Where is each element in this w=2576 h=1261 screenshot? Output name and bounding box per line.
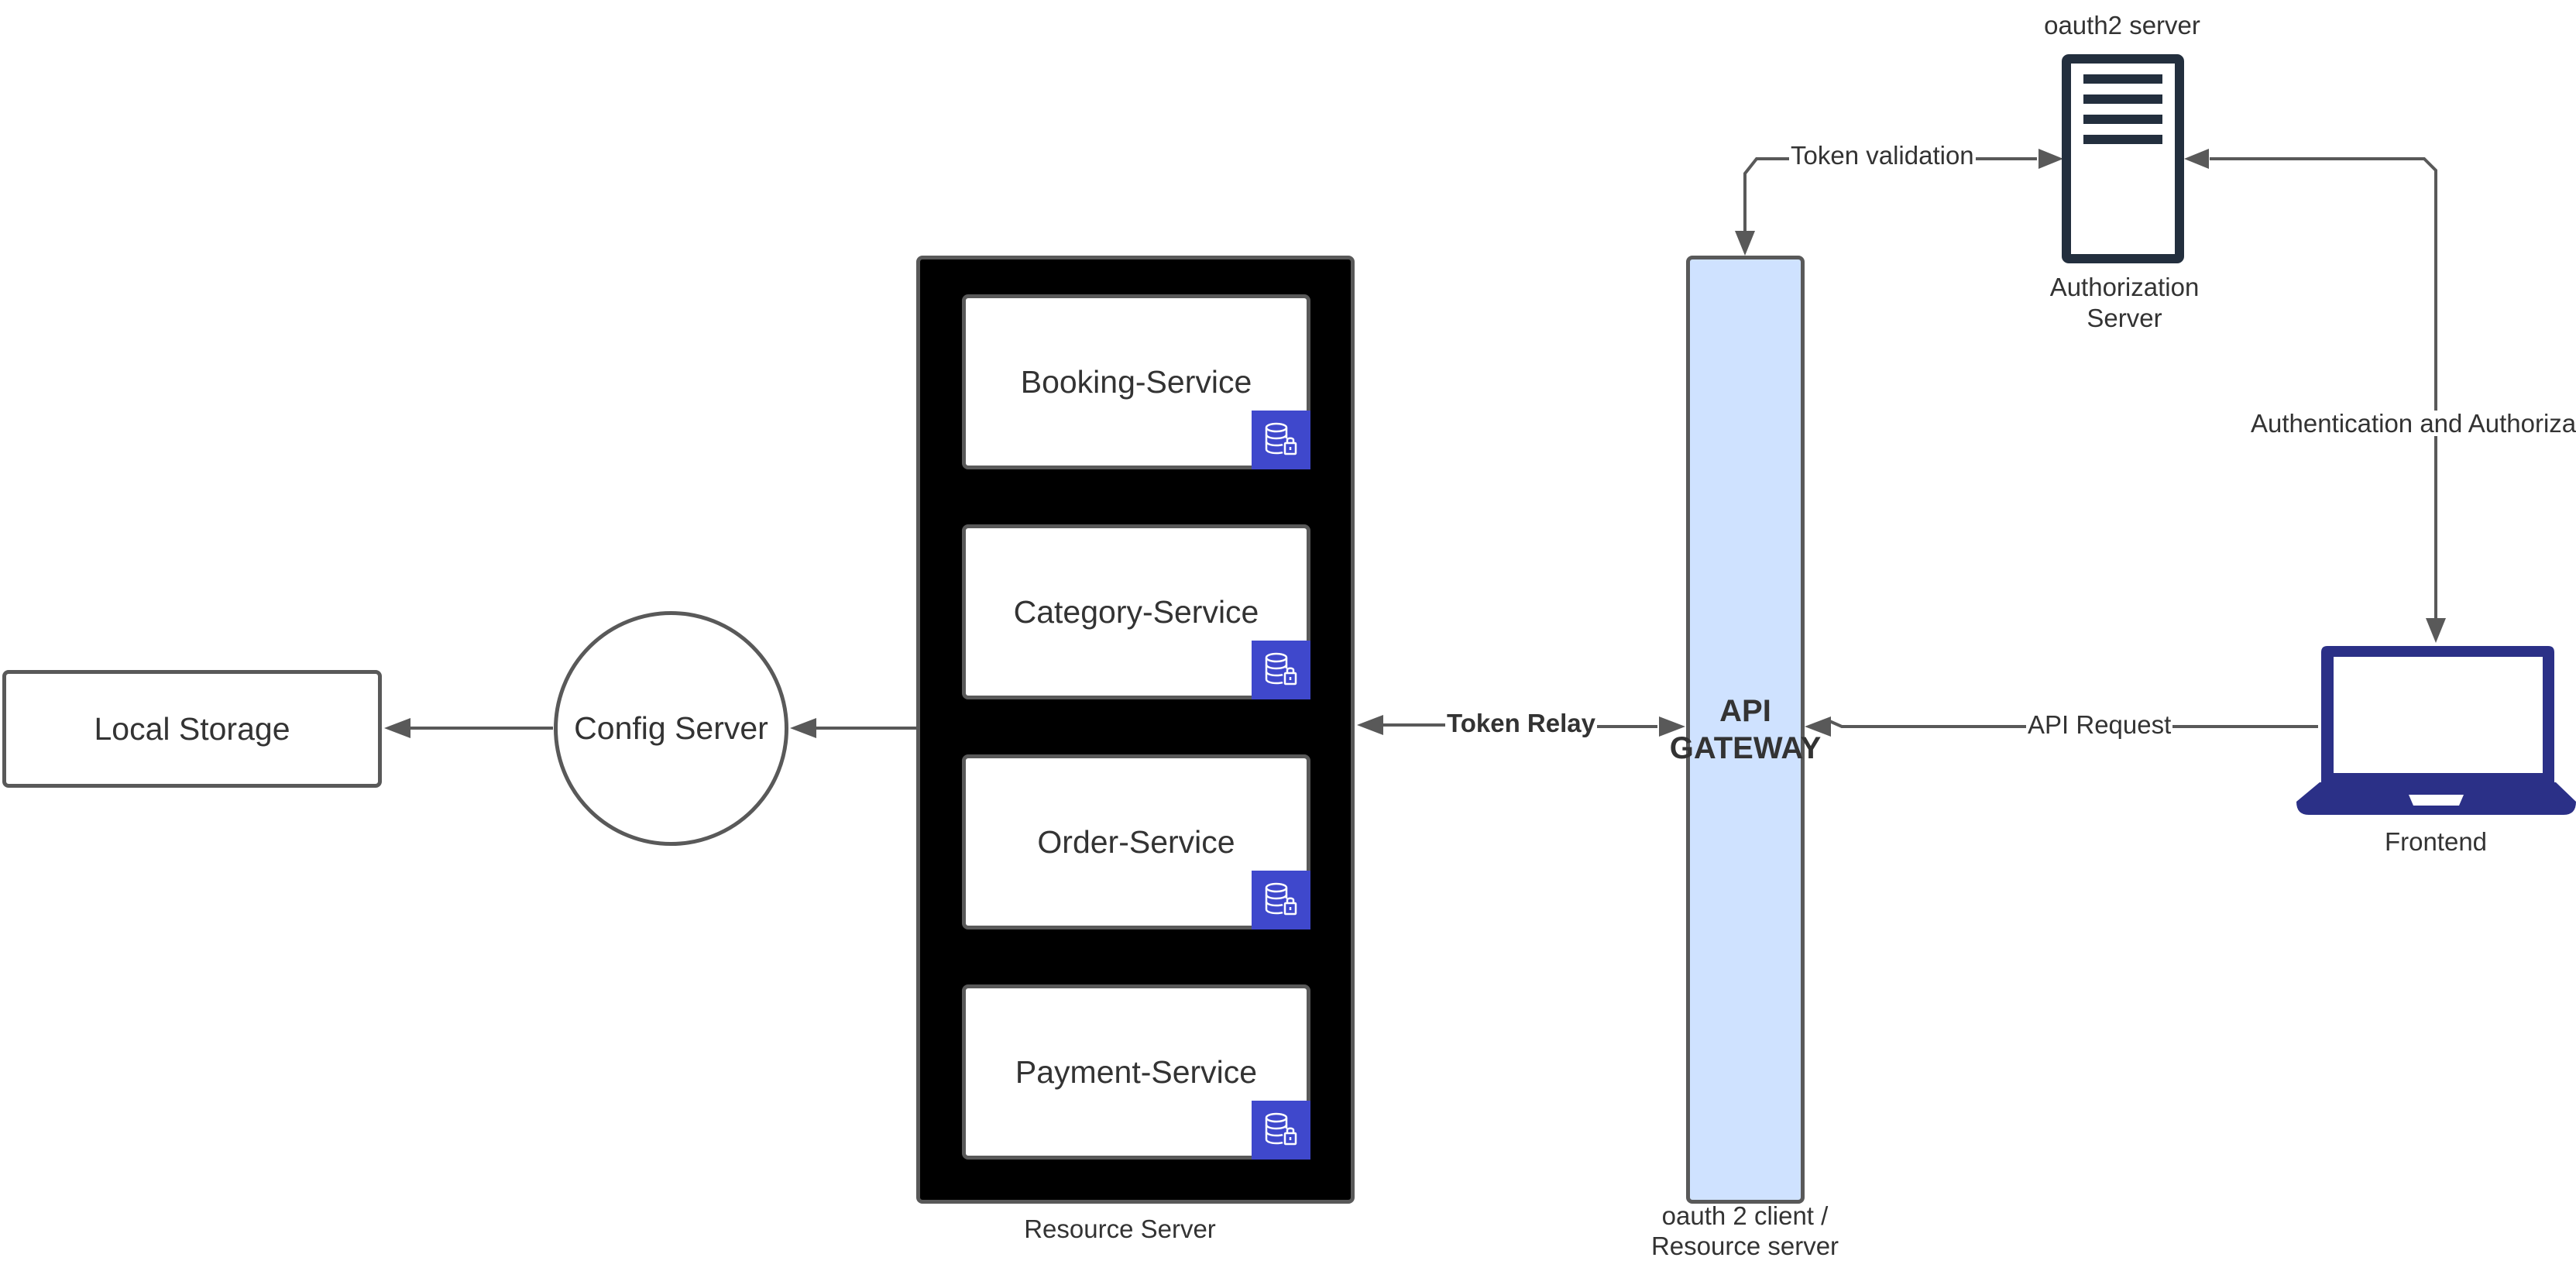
service-payment: Payment-Service [962, 984, 1310, 1160]
service-booking-label: Booking-Service [1020, 363, 1252, 400]
config-server-label: Config Server [574, 710, 768, 746]
service-order-label: Order-Service [1037, 823, 1235, 860]
edge-token-validation [1743, 157, 2037, 232]
local-storage-label: Local Storage [94, 710, 290, 747]
auth-server-caption-line2: Server [2087, 304, 2162, 332]
auth-and-authz-label: Authentication and Authoriza [2249, 411, 2576, 436]
arrowhead-gateway-left [1659, 716, 1685, 737]
config-server-node: Config Server [554, 611, 788, 846]
api-gateway-node: API GATEWAY [1670, 256, 1821, 1204]
arrowhead-local-storage [384, 718, 410, 738]
arrowhead-frontend [2426, 618, 2446, 643]
service-category-label: Category-Service [1013, 593, 1259, 630]
api-request-label: API Request [2026, 710, 2173, 739]
laptop-icon [2296, 643, 2576, 818]
database-lock-icon [1252, 641, 1310, 699]
database-lock-icon [1252, 411, 1310, 469]
resource-server-caption: Resource Server [1024, 1215, 1216, 1243]
service-category: Category-Service [962, 524, 1310, 699]
arrowhead-config-server [790, 718, 816, 738]
arrowhead-gateway-top [1735, 231, 1755, 256]
service-booking: Booking-Service [962, 294, 1310, 469]
gateway-caption-line2: Resource server [1650, 1232, 1839, 1260]
arrowhead-resource-server [1357, 715, 1383, 735]
token-relay-label: Token Relay [1445, 709, 1597, 737]
service-order: Order-Service [962, 754, 1310, 929]
arrowhead-auth-server-right [2184, 149, 2209, 169]
token-validation-label: Token validation [1789, 141, 1976, 170]
frontend-caption: Frontend [2384, 827, 2488, 856]
local-storage-node: Local Storage [2, 670, 382, 788]
database-lock-icon [1252, 871, 1310, 929]
api-gateway-label: API GATEWAY [1669, 694, 1822, 765]
edge-authentication [2210, 157, 2437, 620]
auth-server-caption-line1: Authorization [2049, 273, 2200, 301]
service-payment-label: Payment-Service [1015, 1053, 1258, 1090]
arrowhead-gateway-right [1805, 716, 1831, 737]
database-lock-icon [1252, 1101, 1310, 1160]
arrowhead-auth-server-left [2038, 149, 2063, 169]
gateway-caption-line1: oauth 2 client / [1661, 1201, 1829, 1230]
server-tower-icon [2062, 54, 2184, 263]
auth-server-title: oauth2 server [2044, 11, 2200, 40]
